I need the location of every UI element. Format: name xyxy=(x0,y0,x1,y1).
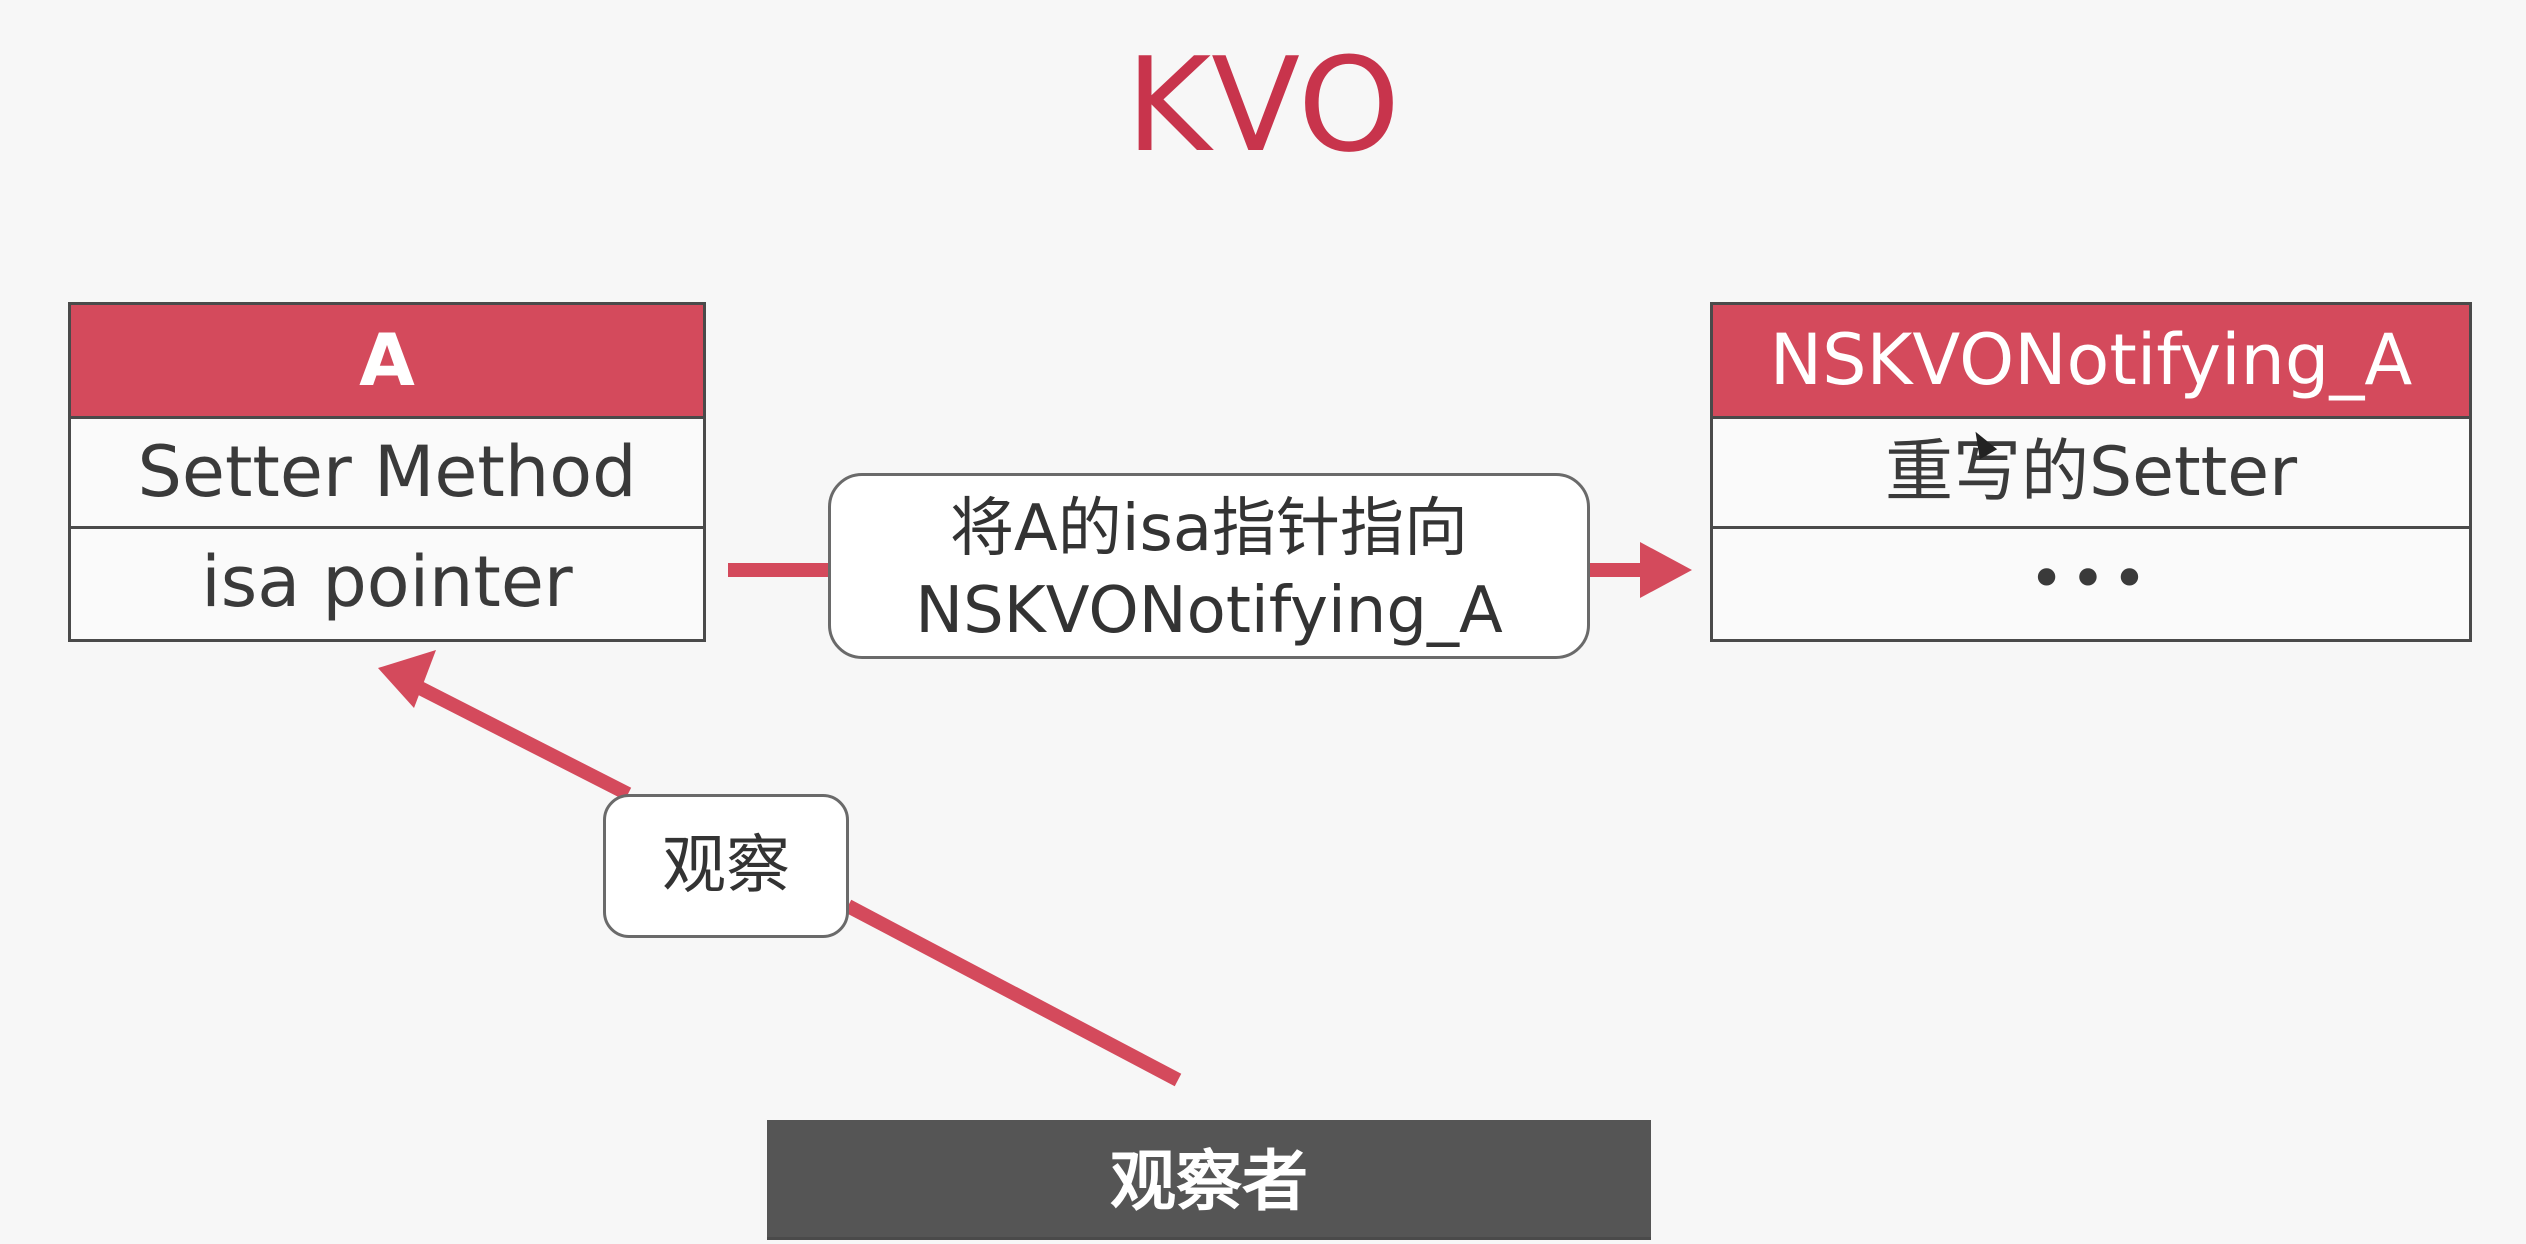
arrow-up-left-icon xyxy=(378,650,632,801)
class-notifying-row-setter: 重写的Setter xyxy=(1713,419,2469,529)
class-notifying-header: NSKVONotifying_A xyxy=(1713,305,2469,419)
class-a-row-isa: isa pointer xyxy=(201,541,573,623)
class-a-row-setter: Setter Method xyxy=(71,419,703,529)
arrow-right-icon xyxy=(1588,542,1692,598)
class-notifying-row-more: ••• xyxy=(2028,544,2154,614)
observer-box: 观察者 xyxy=(767,1120,1651,1240)
diagram-title: KVO xyxy=(1125,29,1401,181)
class-a-header: A xyxy=(71,305,703,419)
isa-label-line1: 将A的isa指针指向 xyxy=(949,492,1469,566)
class-a-box: A Setter Method isa pointer xyxy=(68,302,706,642)
class-notifying-box: NSKVONotifying_A 重写的Setter ••• xyxy=(1710,302,2472,642)
isa-label-bubble: 将A的isa指针指向 NSKVONotifying_A xyxy=(828,473,1590,659)
observe-label-bubble: 观察 xyxy=(603,794,849,938)
observe-arrow-lower-segment xyxy=(844,899,1182,1087)
isa-label-line2: NSKVONotifying_A xyxy=(915,574,1503,648)
